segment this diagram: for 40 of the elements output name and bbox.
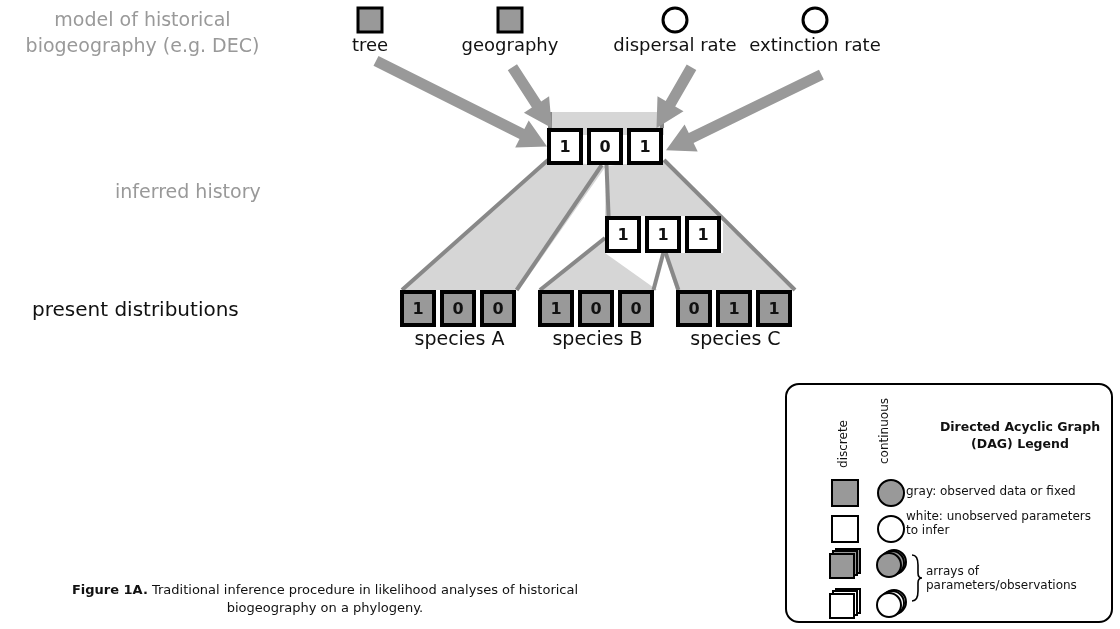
array-cell: 1 [685,216,721,253]
array-cell: 1 [627,128,663,165]
branch-line [514,163,604,292]
array-cell: 1 [756,290,792,327]
node-label: geography [460,34,560,55]
array-cell: 1 [538,290,574,327]
array-cell: 1 [716,290,752,327]
array-cell: 0 [480,290,516,327]
branch-line [663,252,681,291]
array-cell: 0 [618,290,654,327]
legend-title: Directed Acyclic Graph (DAG) Legend [938,418,1102,452]
array-cell: 0 [676,290,712,327]
block-arrow [656,64,697,128]
array-cell: 1 [547,128,583,165]
legend-text: gray: observed data or fixed [906,484,1077,498]
array-cell: 0 [587,128,623,165]
array-cell: 1 [645,216,681,253]
row-heading: model of historical biogeography (e.g. DEC) [24,7,261,58]
figure-caption: Figure 1A. Traditional inference procedure in likelihood analyses of historical biogeography on a phylogeny. [70,581,580,617]
species-label: species C [689,327,782,349]
node-label: dispersal rate [612,34,738,55]
block-arrow [507,64,552,128]
array-cell: 0 [440,290,476,327]
block-arrow [373,56,547,148]
block-arrow [666,69,824,152]
node-label: extinction rate [748,34,882,55]
node-label: tree [350,34,390,55]
species-label: species B [551,327,644,349]
species-label: species A [413,327,506,349]
array-cell: 1 [400,290,436,327]
legend-text: arrays of parameters/observations [926,564,1078,592]
legend-text: white: unobserved parameters to infer [906,509,1092,537]
branch-line [651,252,666,291]
row-heading: inferred history [115,180,261,202]
column-heading: continuous [877,398,891,464]
array-cell: 1 [605,216,641,253]
column-heading: discrete [836,420,850,468]
array-cell: 0 [578,290,614,327]
row-heading: present distributions [32,297,240,321]
branch-line [604,164,611,217]
